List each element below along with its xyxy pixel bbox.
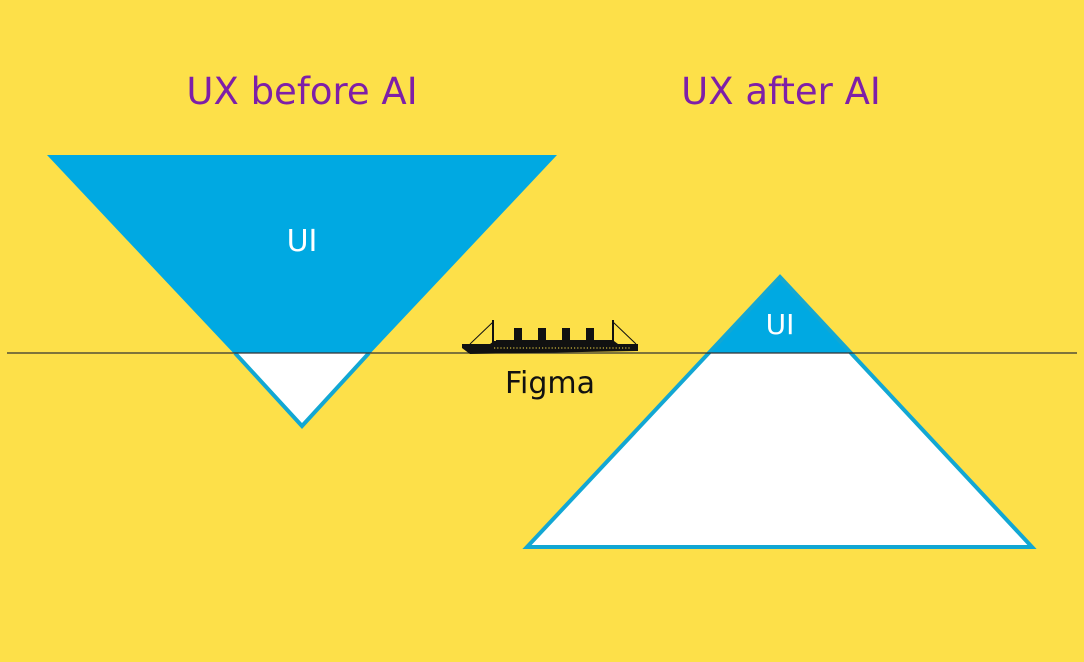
- after-ai-triangle: [522, 274, 1037, 549]
- before-ui-region: [47, 155, 557, 353]
- before-triangle-outline: [233, 351, 371, 429]
- before-ui-label: UI: [286, 224, 318, 259]
- after-triangle-outline: [522, 274, 1037, 549]
- after-ui-label: UI: [765, 308, 795, 341]
- before-ai-heading: UX before AI: [186, 70, 418, 113]
- ship-silhouette-icon: [462, 320, 638, 354]
- figma-label: Figma: [504, 366, 596, 401]
- after-ai-heading: UX after AI: [681, 70, 881, 113]
